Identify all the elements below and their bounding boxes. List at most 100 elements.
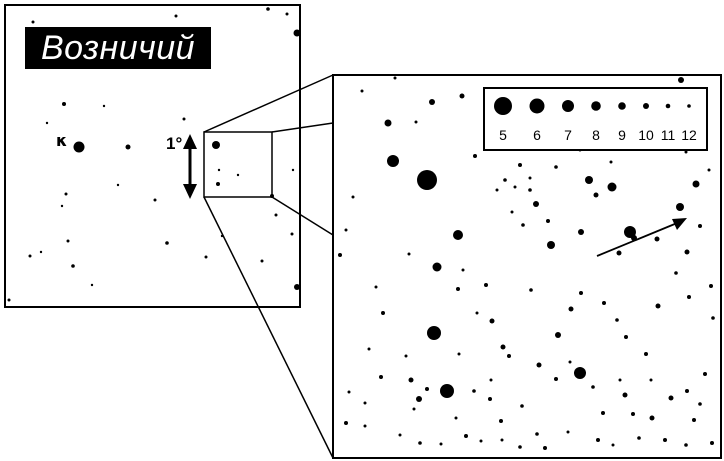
overview-star — [290, 232, 294, 236]
zoom-star — [459, 93, 465, 99]
zoom-star — [489, 378, 493, 382]
zoom-star — [554, 165, 558, 169]
overview-star — [31, 20, 35, 24]
zoom-star — [393, 76, 397, 80]
legend-mag-7: 7 — [564, 127, 572, 143]
zoom-star — [533, 201, 539, 207]
zoom-star — [685, 389, 689, 393]
zoom-star — [518, 163, 522, 167]
zoom-star — [607, 182, 617, 192]
zoom-star — [579, 291, 583, 295]
overview-star — [182, 117, 186, 121]
zoom-star — [479, 439, 483, 443]
zoom-star — [360, 89, 364, 93]
zoom-star — [363, 401, 367, 405]
zoom-star — [464, 434, 468, 438]
zoom-star — [344, 228, 348, 232]
zoom-star — [555, 332, 561, 338]
zoom-star — [529, 288, 533, 292]
overview-stars — [7, 7, 301, 302]
legend-mag-11: 11 — [660, 127, 676, 143]
zoom-star — [631, 412, 635, 416]
overview-star — [71, 264, 75, 268]
overview-star — [293, 29, 301, 37]
zoom-star — [475, 311, 479, 315]
zoom-star — [692, 180, 700, 188]
zoom-star — [484, 283, 488, 287]
zoom-star — [456, 287, 460, 291]
arrow-icon — [596, 218, 687, 257]
zoom-star — [615, 318, 619, 322]
zoom-star — [427, 326, 441, 340]
zoom-star — [692, 418, 696, 422]
legend-mag-9: 9 — [618, 127, 626, 143]
zoom-star — [602, 301, 606, 305]
overview-star — [64, 192, 68, 196]
zoom-star — [510, 210, 514, 214]
zoom-star — [684, 249, 690, 255]
overview-star — [102, 104, 106, 108]
overview-star — [216, 182, 220, 186]
overview-star — [60, 204, 64, 208]
zoom-star — [568, 360, 572, 364]
legend-dot — [591, 101, 601, 111]
zoom-star — [338, 253, 342, 257]
zoom-star — [616, 250, 622, 256]
overview-star — [291, 168, 295, 172]
zoom-star — [644, 352, 648, 356]
zoom-star — [384, 119, 392, 127]
zoom-star — [528, 176, 532, 180]
zoom-star — [707, 168, 711, 172]
legend-mag-8: 8 — [592, 127, 600, 143]
zoom-star — [500, 438, 504, 442]
zoom-star — [574, 367, 586, 379]
zoom-star — [363, 424, 367, 428]
scale-label: 1° — [166, 134, 183, 153]
zoom-star — [429, 99, 435, 105]
zoom-star — [622, 392, 628, 398]
legend-mag-10: 10 — [638, 127, 654, 143]
overview-star — [236, 173, 240, 177]
zoom-star — [418, 441, 422, 445]
overview-star — [266, 7, 270, 11]
overview-star — [260, 259, 264, 263]
zoom-star — [637, 436, 641, 440]
magnitude-legend-frame — [483, 87, 708, 151]
zoom-star — [591, 385, 595, 389]
overview-star — [294, 284, 300, 290]
zoom-star — [710, 441, 714, 445]
zoom-star — [663, 438, 667, 442]
zoom-star — [367, 347, 371, 351]
zoom-star — [520, 404, 524, 408]
zoom-star — [412, 407, 416, 411]
zoom-star — [654, 236, 660, 242]
overview-star — [212, 141, 220, 149]
zoom-star — [495, 188, 499, 192]
zoom-star — [684, 443, 688, 447]
zoom-region-box — [203, 131, 273, 198]
zoom-star — [624, 226, 636, 238]
zoom-star — [609, 160, 613, 164]
zoom-connector-mid-top — [271, 122, 334, 133]
double-arrow-icon — [183, 134, 197, 199]
zoom-star — [547, 241, 555, 249]
overview-star — [174, 14, 178, 18]
overview-star — [153, 198, 157, 202]
zoom-star — [668, 395, 674, 401]
magnitude-legend-dots — [494, 97, 691, 115]
zoom-star — [347, 390, 351, 394]
overview-star — [125, 144, 131, 150]
zoom-star — [674, 271, 678, 275]
zoom-star — [601, 411, 605, 415]
zoom-star — [404, 354, 408, 358]
overview-star — [90, 283, 94, 287]
zoom-star — [457, 352, 461, 356]
overview-star — [217, 168, 221, 172]
legend-dot — [618, 102, 626, 110]
zoom-star — [416, 396, 422, 402]
zoom-star — [703, 372, 707, 376]
zoom-star — [398, 433, 402, 437]
legend-dot — [494, 97, 512, 115]
zoom-star — [440, 384, 454, 398]
